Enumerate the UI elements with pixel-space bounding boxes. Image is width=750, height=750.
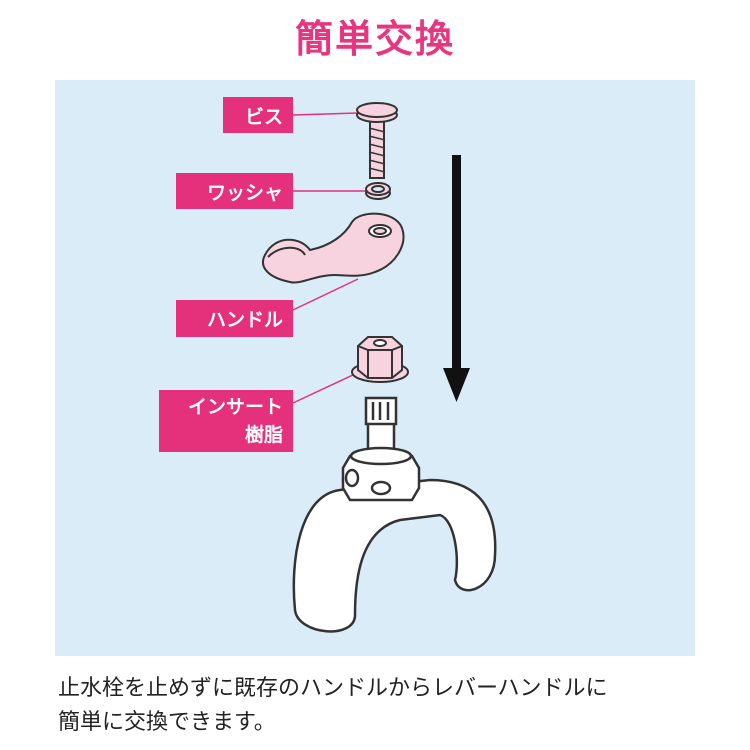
label-insert: インサート 樹脂 <box>159 390 293 452</box>
caption-line1: 止水栓を止めずに既存のハンドルからレバーハンドルに <box>58 676 608 701</box>
faucet-part <box>292 396 497 633</box>
label-handle: ハンドル <box>176 300 293 337</box>
washer-part <box>365 182 391 200</box>
label-washer: ワッシャ <box>176 173 293 209</box>
handle-part <box>262 212 405 284</box>
label-insert-line2: 樹脂 <box>244 424 283 446</box>
caption: 止水栓を止めずに既存のハンドルからレバーハンドルに 簡単に交換できます。 <box>58 672 608 740</box>
page-title: 簡単交換 <box>294 17 455 61</box>
screw-part <box>356 102 398 179</box>
leader-lines <box>292 112 368 404</box>
down-arrow-icon <box>443 155 470 402</box>
label-screw: ビス <box>223 97 293 133</box>
caption-line2: 簡単に交換できます。 <box>58 710 276 735</box>
insert-nut-part <box>351 336 409 383</box>
label-insert-line1: インサート <box>187 396 283 418</box>
